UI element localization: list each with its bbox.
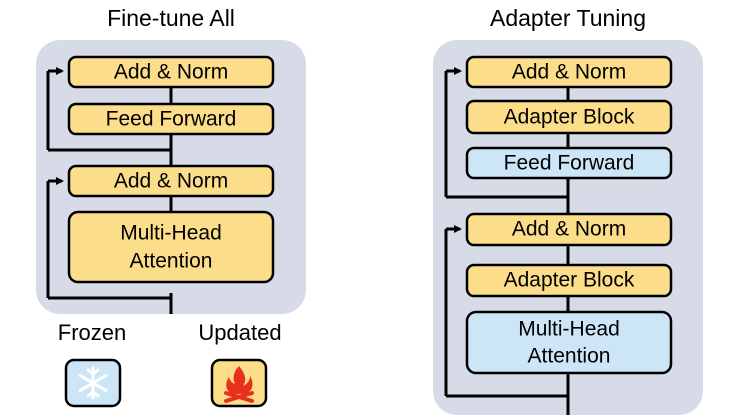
- right-adapter-block-bottom-label: Adapter Block: [504, 269, 635, 292]
- left-add-norm-bottom-label: Add & Norm: [114, 170, 228, 193]
- left-connectors: [46, 67, 173, 314]
- right-connectors: [444, 67, 570, 415]
- left-feed-forward: [67, 102, 275, 136]
- right-feed-forward: [465, 146, 673, 180]
- right-add-norm-bottom-label: Add & Norm: [512, 218, 626, 241]
- legend-frozen-label: Frozen: [58, 320, 126, 345]
- left-panel-title: Fine-tune All: [107, 5, 235, 31]
- right-panel-title: Adapter Tuning: [490, 5, 646, 31]
- snowflake-icon: [64, 358, 122, 408]
- left-mha-label-line2: Attention: [130, 250, 213, 273]
- left-mha-label-line1: Multi-Head: [120, 222, 222, 245]
- right-add-norm-top: [465, 55, 673, 89]
- right-mha-label-line2: Attention: [528, 345, 611, 368]
- right-mha-label-line1: Multi-Head: [518, 318, 620, 341]
- left-feed-forward-label: Feed Forward: [106, 108, 237, 131]
- right-multi-head-attention: [465, 310, 673, 375]
- left-add-norm-bottom: [67, 164, 275, 198]
- right-feed-forward-label: Feed Forward: [504, 152, 635, 175]
- right-adapter-block-bottom: [465, 263, 673, 298]
- right-add-norm-top-label: Add & Norm: [512, 61, 626, 84]
- left-add-norm-top-label: Add & Norm: [114, 61, 228, 84]
- right-adapter-block-top-label: Adapter Block: [504, 106, 635, 129]
- left-add-norm-top: [67, 55, 275, 89]
- right-adapter-block-top: [465, 99, 673, 135]
- legend-updated-label: Updated: [198, 320, 281, 345]
- left-multi-head-attention: [67, 210, 275, 284]
- fire-icon: [210, 358, 268, 408]
- right-add-norm-bottom: [465, 212, 673, 247]
